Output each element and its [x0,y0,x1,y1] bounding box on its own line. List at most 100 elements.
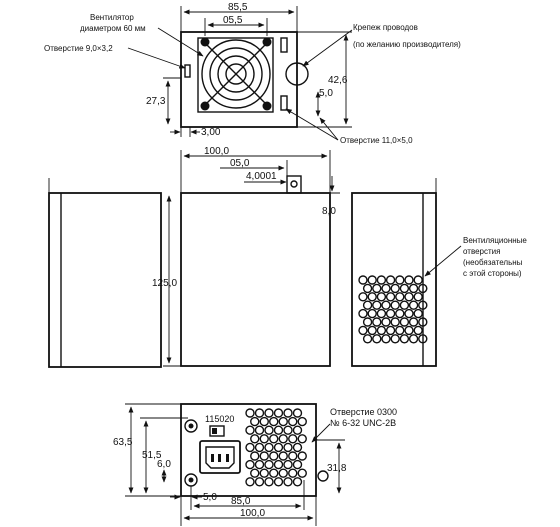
vent-hole [390,283,400,294]
vent-hole [264,477,274,487]
vent-hole [381,300,391,310]
voltage-switch-icon [209,425,225,437]
wire-label-line2: (по желанию производителя) [353,40,461,49]
vent-hole [418,317,428,327]
slot-label: Отверстие 9,0×3,2 [44,44,113,53]
vent-hole [376,275,387,285]
hole-label-line2: № 6-32 UNC-2B [330,418,396,428]
wire-label-line1: Крепеж проводов [353,23,418,32]
vent-hole [269,416,279,427]
vent-hole [408,317,419,327]
top-view-outline [180,31,298,128]
vent-hole [254,459,265,470]
side-panel [351,192,437,367]
left-slot [184,64,191,78]
vent-hole [273,442,284,453]
vent-hole [278,434,288,444]
top-dim-width: 85,5 [228,2,248,13]
vent-hole [385,275,396,285]
front-dim-tab-width: 4,0001 [246,171,277,182]
hole-label: Отверстие 11,0×5,0 [340,136,413,145]
vent-hole [381,317,391,327]
vent-hole [367,308,377,319]
vent-hole [283,477,293,487]
vent-hole [245,477,255,487]
vent-hole [273,477,284,487]
vent-hole [297,434,307,444]
vent-hole [250,451,260,461]
right-slot-top [280,37,288,53]
hole-label-line1: Отверстие 0300 [330,407,397,417]
bottom-dim-right-height: 31,8 [327,463,347,474]
vent-hole [408,283,419,294]
vent-hole [254,425,265,435]
vent-hole [254,442,265,453]
mount-hole-icon [184,419,198,433]
vent-hole [254,477,265,487]
front-dim-tab-offset: 05,0 [230,158,250,169]
vent-hole [297,468,307,478]
inlet-vent-grid [245,408,307,487]
front-tab [286,175,302,194]
vent-hole [269,468,279,478]
vent-hole [418,334,428,344]
wire-clamp-icon [285,62,309,86]
top-dim-height: 42,6 [328,75,348,86]
vent-hole [273,459,284,470]
vent-hole [385,325,396,336]
vent-hole [278,451,288,461]
front-dim-tab-height: 8,0 [322,206,336,217]
front-view: 100,0 05,0 4,0001 8,0 125,0 [48,146,340,368]
vent-hole [376,292,387,302]
vent-hole [259,468,269,478]
vent-hole [413,325,423,336]
vent-hole [399,300,410,310]
vent-hole [264,442,274,453]
vent-hole [372,317,382,327]
vent-hole [381,283,391,294]
right-slot-bottom [280,95,288,111]
vent-hole [259,434,269,444]
top-dim-left-vertical: 27,3 [146,96,166,107]
vent-hole [278,468,288,478]
vent-hole [362,317,373,327]
vent-hole [408,300,419,310]
fan-icon [197,37,274,113]
vent-hole [358,275,368,285]
vent-hole [297,416,307,427]
bottom-dim-outer-height: 63,5 [113,437,133,448]
vent-hole [367,325,377,336]
vent-hole [418,283,428,294]
top-dim-bottom-small: 3,00 [201,127,221,138]
vent-hole [385,308,396,319]
front-dim-height: 125,0 [152,278,177,289]
vent-label-line3: (необязательны [463,258,523,267]
top-view: 85,5 05,5 42,6 5,0 27,3 3,00 Вентилятор … [44,2,461,145]
vent-hole [395,292,405,302]
vent-holes-grid [358,275,428,344]
ac-inlet-icon [199,440,241,474]
vent-hole [269,451,279,461]
vent-hole [395,275,405,285]
inlet-panel [180,403,317,497]
bottom-dim-small: 6,0 [157,459,171,470]
vent-hole [250,468,260,478]
vent-hole [259,451,269,461]
vent-hole [408,334,419,344]
vent-hole [395,325,405,336]
vent-hole [385,292,396,302]
vent-hole [245,442,255,453]
fan-label-line1: Вентилятор [90,13,134,22]
vent-hole [367,292,377,302]
vent-hole [367,275,377,285]
vent-hole [358,325,368,336]
vent-hole [413,275,423,285]
bottom-dim-left-offset: 5,0 [203,492,217,503]
top-dim-right-small: 5,0 [319,88,333,99]
vent-hole [273,408,284,418]
bottom-dim-inner-width: 85,0 [231,496,251,507]
vent-hole [404,275,414,285]
vent-hole [288,468,298,478]
vent-hole [418,300,428,310]
